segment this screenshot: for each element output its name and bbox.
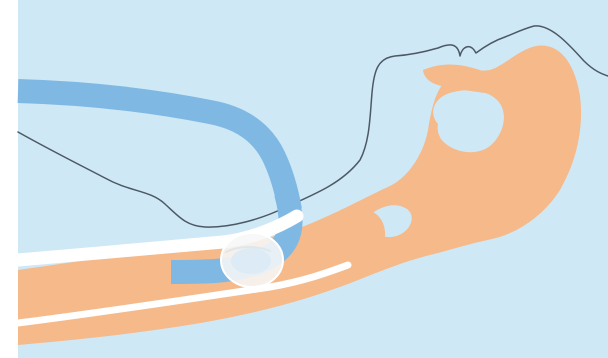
- cuff-inner-highlight: [231, 248, 271, 274]
